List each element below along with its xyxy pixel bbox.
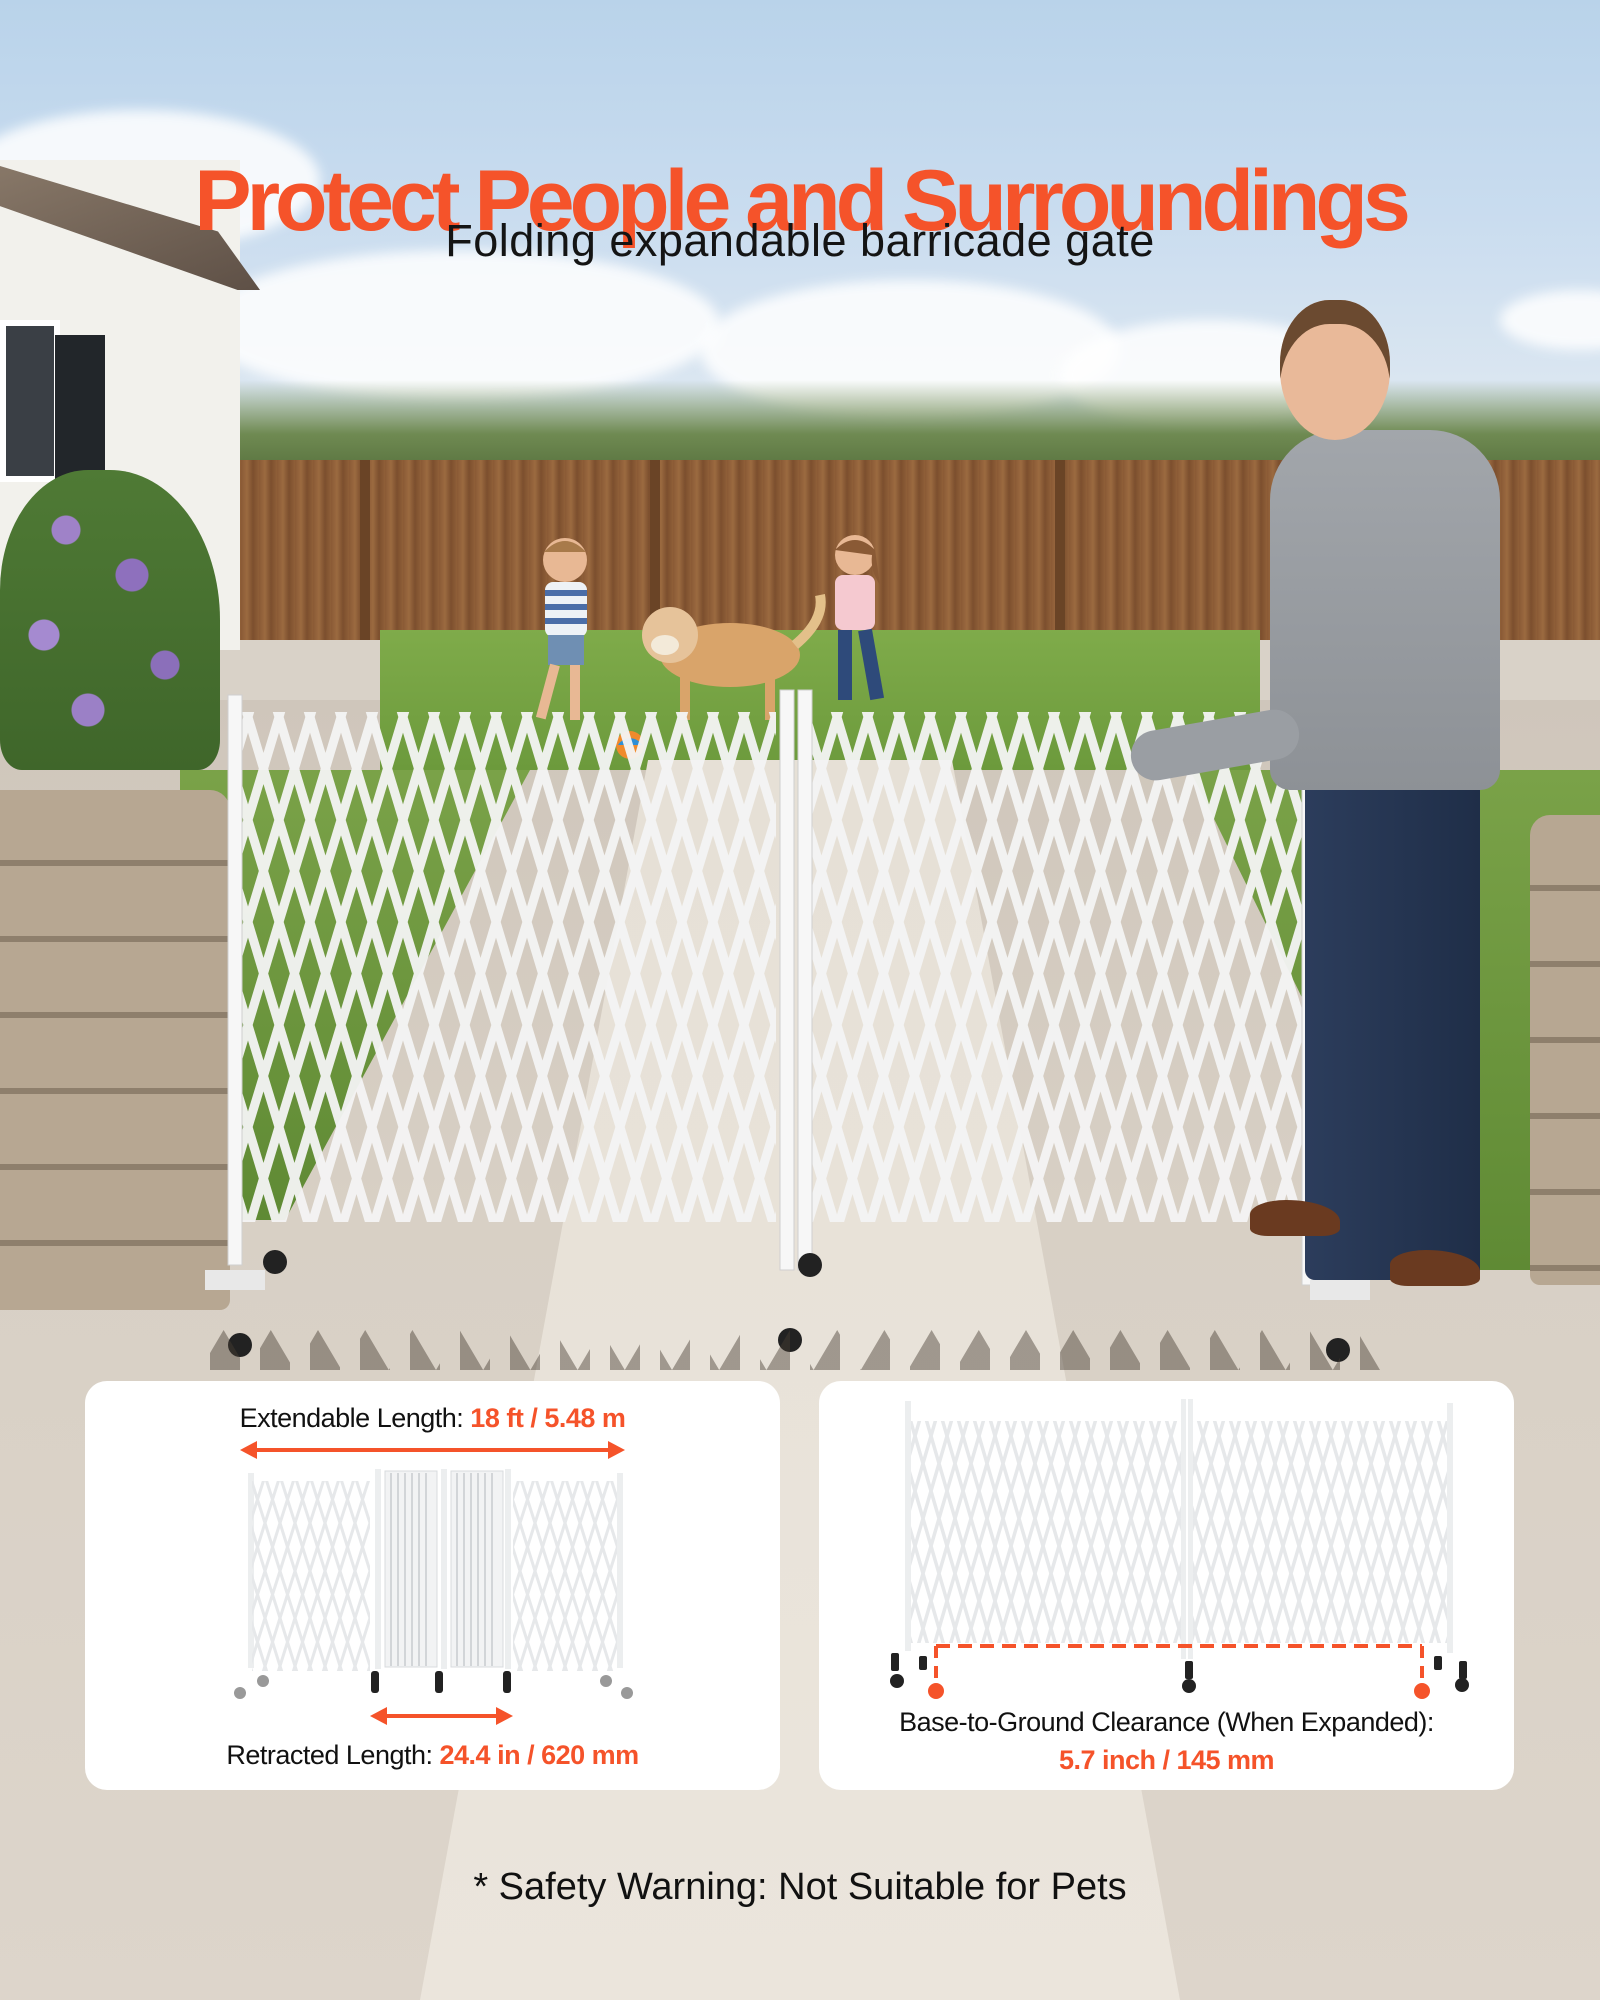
clearance-label: Base-to-Ground Clearance (When Expanded)…	[899, 1707, 1434, 1737]
page-subtitle: Folding expandable barricade gate	[445, 215, 1155, 266]
extendable-length-value: 18 ft / 5.48 m	[470, 1403, 626, 1433]
clearance-spec-panel: Base-to-Ground Clearance (When Expanded)…	[819, 1381, 1514, 1790]
length-diagram	[234, 1441, 633, 1725]
man-shoe	[1250, 1200, 1340, 1236]
extendable-arrow-icon	[240, 1441, 625, 1459]
man-sweater	[1270, 430, 1500, 790]
fence-post	[1055, 460, 1065, 640]
retracted-arrow-icon	[370, 1707, 513, 1725]
retracted-length-value: 24.4 in / 620 mm	[439, 1740, 640, 1770]
safety-warning: * Safety Warning: Not Suitable for Pets	[473, 1866, 1127, 1908]
extendable-length-label: Extendable Length: 18 ft / 5.48 m	[85, 1405, 780, 1432]
clearance-dash-line-icon	[928, 1644, 1430, 1699]
stone-wall-right	[1530, 815, 1600, 1285]
page-title: Protect People and Surroundings	[194, 152, 1411, 249]
man-shoe	[1390, 1250, 1480, 1286]
man-jeans	[1305, 780, 1480, 1280]
clearance-value: 5.7 inch / 145 mm	[1058, 1745, 1275, 1775]
barricade-gate	[205, 689, 1370, 1362]
clearance-diagram	[890, 1399, 1469, 1699]
extendable-length-text: Extendable Length:	[239, 1403, 471, 1433]
retracted-length-label: Retracted Length: 24.4 in / 620 mm	[85, 1742, 780, 1769]
fence-post	[650, 460, 660, 640]
stone-wall-left	[0, 790, 230, 1310]
purple-flowers	[0, 470, 220, 770]
man	[1126, 300, 1540, 1330]
retracted-length-text: Retracted Length:	[226, 1740, 440, 1770]
length-spec-panel: Extendable Length: 18 ft / 5.48 m	[85, 1381, 780, 1790]
cloud	[200, 250, 720, 400]
fence-post	[360, 460, 370, 640]
man-head	[1280, 300, 1390, 440]
